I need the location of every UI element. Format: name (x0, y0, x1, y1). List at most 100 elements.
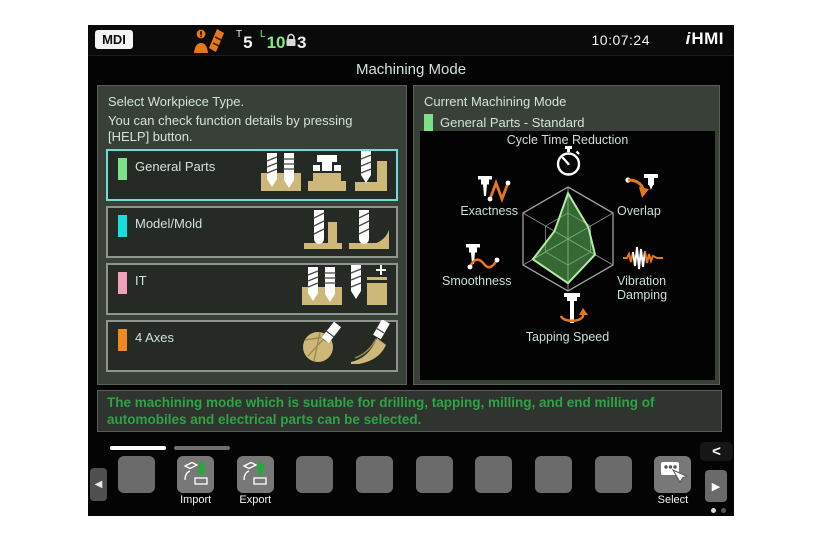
life-label: L (260, 29, 266, 40)
tool-life-indicator: L 10 (260, 29, 285, 54)
logo-i: i (685, 29, 691, 48)
left-arrow-icon: ◀ (94, 479, 103, 490)
ball-mill-step-icon (302, 206, 344, 255)
axis-label-exactness: Exactness (460, 204, 518, 218)
key-lock-indicator: 3 (285, 29, 306, 54)
export-button[interactable] (236, 456, 274, 493)
softkey-slot (414, 456, 454, 507)
corner-mill-icon (351, 149, 391, 198)
softkey-slot (593, 456, 633, 507)
item-marker (118, 215, 127, 237)
vibration-damping-icon (622, 245, 664, 276)
softkey-blank-3[interactable] (356, 456, 394, 493)
softkey-slot (534, 456, 574, 507)
workpiece-item-4-axes[interactable]: 4 Axes (106, 319, 398, 372)
softkey-label: Export (239, 494, 272, 506)
softkey-slot: Export (235, 456, 275, 507)
softkey-row: Import Export (116, 456, 693, 507)
curved-surface-mill-icon (347, 319, 391, 369)
softkey-slot: Import (176, 456, 216, 507)
current-mode-heading: Current Machining Mode (424, 94, 567, 109)
softkey-blank-4[interactable] (415, 456, 453, 493)
axis-label-vibration-damping: Vibration Damping (617, 274, 668, 302)
softkey-slot (355, 456, 395, 507)
tool-label: T (236, 29, 243, 40)
select-hand-icon (659, 459, 689, 490)
softkey-page-next-button[interactable]: ▶ (705, 470, 727, 502)
workpiece-item-it[interactable]: IT (106, 263, 398, 315)
softkey-blank-5[interactable] (475, 456, 513, 493)
softkey-toolbar: ◀ (88, 438, 734, 516)
item-icons (302, 210, 391, 255)
logo-hmi: HMI (691, 29, 724, 48)
radar-grid (522, 186, 614, 292)
item-label: 4 Axes (135, 330, 175, 345)
ball-mill-ramp-icon (347, 206, 391, 255)
item-label: Model/Mold (135, 216, 203, 231)
back-button[interactable]: < (700, 442, 733, 461)
axis-label-overlap: Overlap (617, 204, 661, 218)
current-mode-value: General Parts - Standard (440, 115, 585, 130)
item-marker (118, 329, 127, 351)
tapping-speed-icon (555, 292, 589, 335)
item-label: IT (135, 273, 147, 288)
lock-value: 3 (297, 33, 307, 52)
axis-label-cycle-time-reduction: Cycle Time Reduction (506, 133, 629, 147)
import-icon (182, 459, 210, 490)
machining-mode-radar-chart: Cycle Time Reduction Overlap Vibration D… (420, 131, 715, 380)
item-marker (118, 272, 127, 294)
workpiece-panel-heading: Select Workpiece Type. (108, 94, 245, 109)
drill-and-tap-block-icon (259, 149, 303, 198)
workpiece-item-model-mold[interactable]: Model/Mold (106, 206, 398, 258)
mode-description-message: The machining mode which is suitable for… (97, 390, 722, 432)
select-button[interactable] (654, 456, 692, 493)
item-icons (300, 265, 391, 312)
exactness-icon (476, 175, 514, 210)
tool-value: 5 (243, 33, 253, 52)
softkey-blank-1[interactable] (117, 456, 155, 493)
axis-label-smoothness: Smoothness (442, 274, 512, 288)
import-button[interactable] (177, 456, 215, 493)
workpiece-type-panel: Select Workpiece Type. You can check fun… (97, 85, 407, 385)
softkey-slot (116, 456, 156, 507)
workpiece-item-general-parts[interactable]: General Parts (106, 149, 398, 201)
back-arrow-icon: < (712, 443, 721, 460)
softkey-label: Select (657, 494, 689, 506)
smoothness-icon (462, 243, 500, 278)
tool-number-indicator: T 5 (236, 29, 253, 54)
softkey-blank-6[interactable] (535, 456, 573, 493)
softkey-blank-7[interactable] (594, 456, 632, 493)
page-indicator-bar-active (110, 446, 166, 450)
item-marker (118, 158, 127, 180)
rotary-part-mill-icon (300, 320, 344, 369)
softkey-slot (295, 456, 335, 507)
softkey-slot (474, 456, 514, 507)
page-dot-active (711, 508, 716, 513)
operator-alarm-icon (191, 27, 233, 58)
status-bar: MDI T 5 L 10 (88, 25, 734, 56)
ihmi-logo: iHMI (686, 29, 724, 49)
lock-icon (285, 33, 297, 52)
ihmi-window: MDI T 5 L 10 (88, 25, 734, 516)
item-icons (259, 151, 391, 198)
overlap-icon (624, 173, 660, 208)
mode-badge: MDI (95, 30, 133, 49)
mode-marker (424, 114, 433, 131)
stopwatch-icon (553, 146, 583, 183)
page-dot-inactive (721, 508, 726, 513)
clamp-press-icon (306, 149, 348, 198)
page-title: Machining Mode (355, 61, 467, 78)
clock: 10:07:24 (591, 32, 650, 48)
softkey-label: Import (180, 494, 212, 506)
right-arrow-icon: ▶ (711, 480, 721, 493)
life-value: 10 (266, 33, 286, 52)
softkey-blank-2[interactable] (296, 456, 334, 493)
export-icon (241, 459, 269, 490)
item-label: General Parts (135, 159, 216, 174)
item-icons (300, 319, 391, 369)
drill-and-tap-block-icon (300, 263, 344, 312)
softkey-slot: Select (653, 456, 693, 507)
current-mode-panel: Current Machining Mode General Parts - S… (413, 85, 720, 385)
softkey-page-prev-button[interactable]: ◀ (90, 468, 107, 501)
